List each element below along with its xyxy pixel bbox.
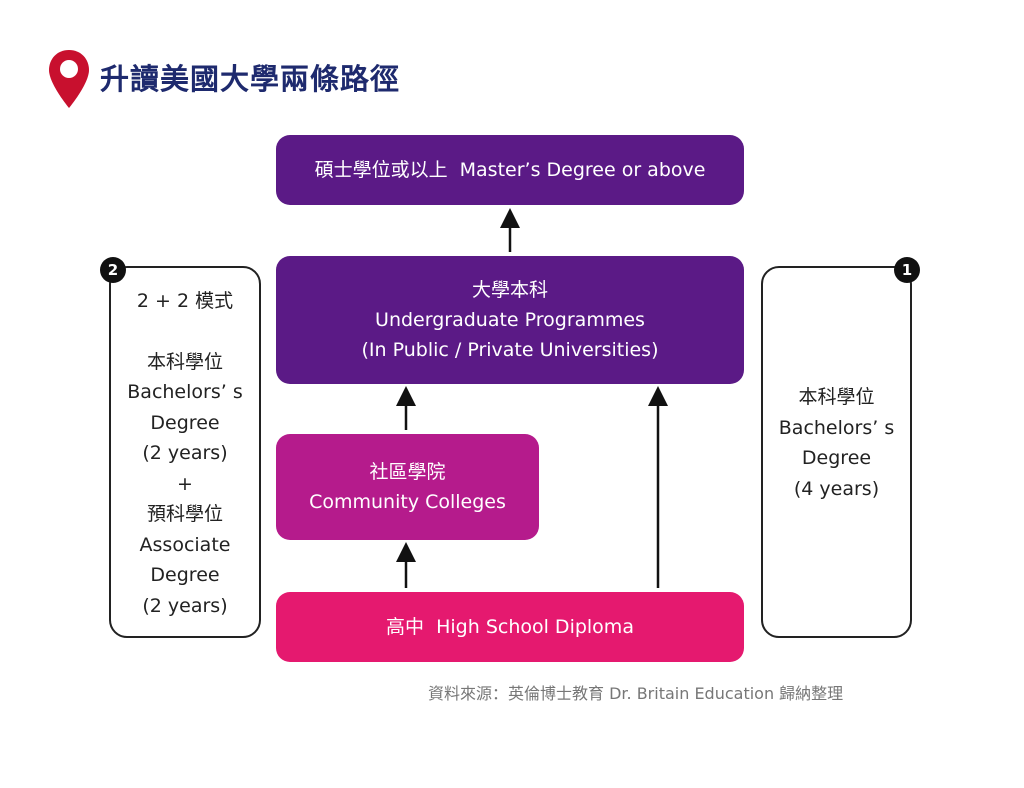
undergrad-zh: 大學本科 xyxy=(471,279,548,301)
path-1-box: 本科學位 Bachelors’ s Degree (4 years) xyxy=(761,266,912,638)
path2-line: Bachelors’ s xyxy=(127,381,243,403)
page-title: 升讀美國大學兩條路徑 xyxy=(100,62,401,96)
path-2-box: 2 + 2 模式 本科學位 Bachelors’ s Degree (2 yea… xyxy=(109,266,261,638)
path2-line: (2 years) xyxy=(142,442,228,464)
community-en: Community Colleges xyxy=(309,491,506,513)
path1-line: Bachelors’ s xyxy=(778,416,895,439)
path2-line: 2 + 2 模式 xyxy=(136,290,234,312)
undergrad-en: Undergraduate Programmes xyxy=(375,309,645,331)
path2-line: (2 years) xyxy=(142,594,228,617)
path2-line: Degree xyxy=(150,564,220,586)
undergraduate-box: 大學本科 Undergraduate Programmes (In Public… xyxy=(276,256,744,384)
location-pin-icon xyxy=(49,50,89,108)
path1-line: (4 years) xyxy=(793,477,880,500)
path2-line: 本科學位 xyxy=(146,350,223,373)
path1-line: Degree xyxy=(801,447,872,469)
undergrad-note: (In Public / Private Universities) xyxy=(361,339,659,361)
path-2-badge: 2 xyxy=(100,257,126,283)
path2-line: Associate xyxy=(139,533,231,556)
source-note: 資料來源：英倫博士教育 Dr. Britain Education 歸納整理 xyxy=(428,684,844,703)
path2-line: Degree xyxy=(150,411,220,434)
community-college-box: 社區學院 Community Colleges xyxy=(276,434,539,540)
community-zh: 社區學院 xyxy=(369,461,446,483)
path2-line: 預科學位 xyxy=(146,503,223,525)
path2-line: + xyxy=(177,472,193,495)
masters-degree-box: 碩士學位或以上 Master’s Degree or above xyxy=(276,135,744,205)
masters-label: 碩士學位或以上 Master’s Degree or above xyxy=(314,159,706,181)
path1-line: 本科學位 xyxy=(798,386,875,408)
high-school-label: 高中 High School Diploma xyxy=(386,616,634,638)
high-school-box: 高中 High School Diploma xyxy=(276,592,744,662)
path-1-badge: 1 xyxy=(894,257,920,283)
